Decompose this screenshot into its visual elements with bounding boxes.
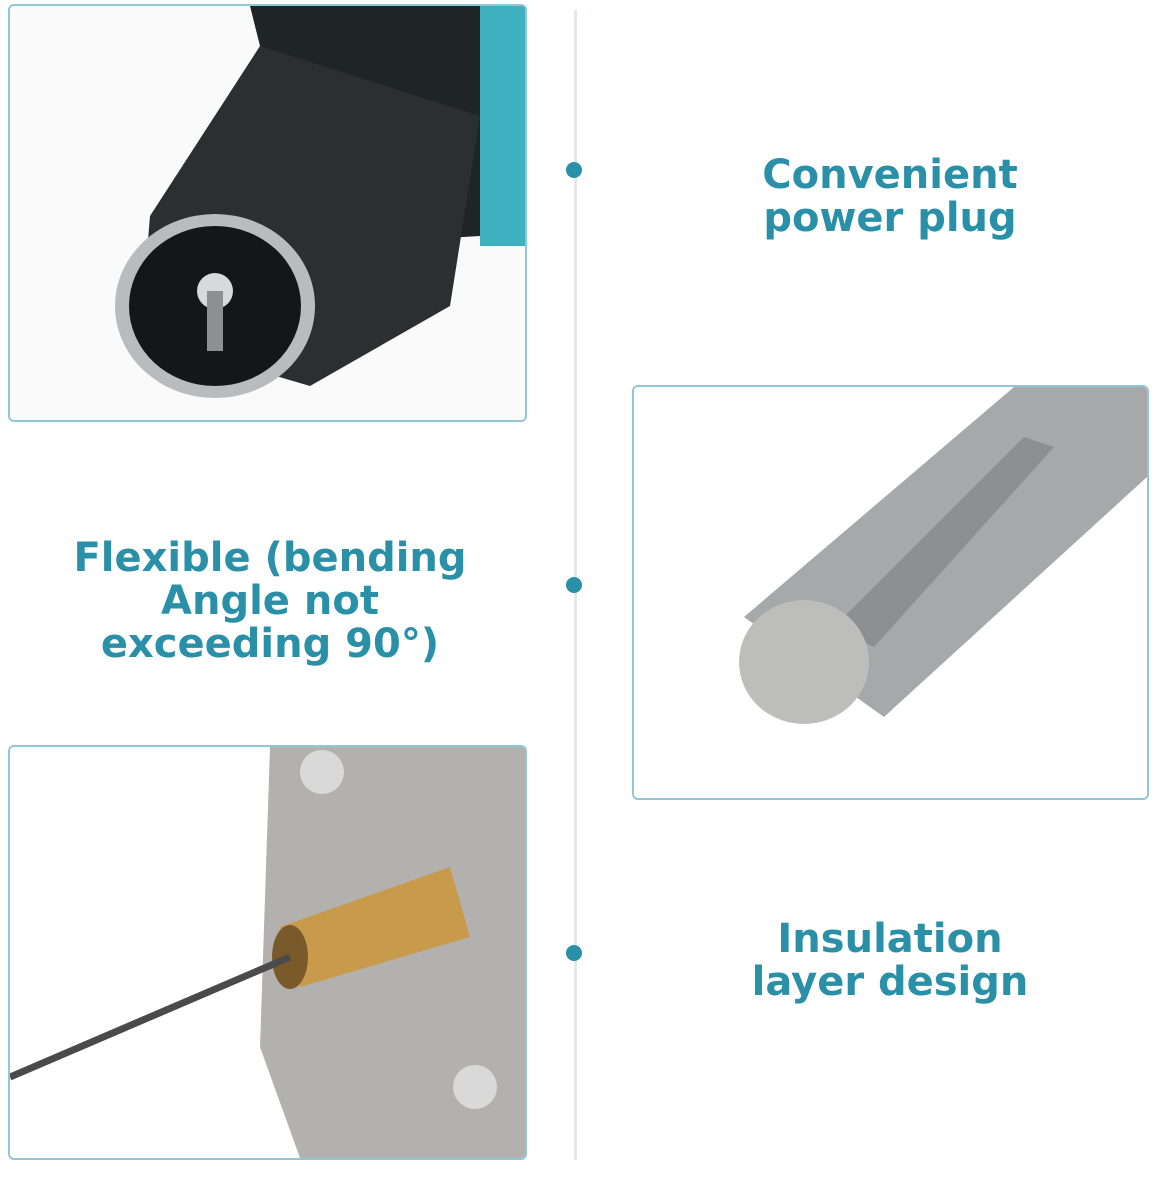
timeline-dot [566, 577, 582, 593]
timeline-dot [566, 945, 582, 961]
timeline-dot [566, 162, 582, 178]
feature-caption: Insulation layer design [751, 916, 1029, 1005]
metal-tip-image [632, 385, 1149, 800]
brass-chuck-image [8, 745, 527, 1160]
power-plug-image [8, 4, 527, 422]
feature-caption: Flexible (bending Angle not exceeding 90… [73, 535, 467, 667]
feature-caption: Convenient power plug [762, 152, 1018, 241]
